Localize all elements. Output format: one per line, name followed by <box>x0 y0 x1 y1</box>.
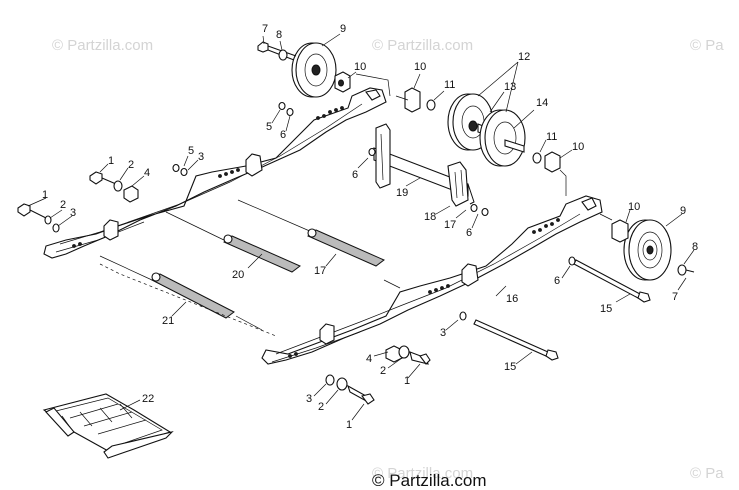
callout-label: 2 <box>60 199 66 211</box>
callout-label: 7 <box>672 291 678 303</box>
callout-label: 10 <box>354 61 366 73</box>
leader-lines <box>27 33 695 421</box>
callout-label: 22 <box>142 393 154 405</box>
callout-label: 6 <box>466 227 472 239</box>
callout-label: 2 <box>380 365 386 377</box>
callout-label: 4 <box>366 353 372 365</box>
back-slide-rail <box>43 87 387 259</box>
callout-label: 1 <box>346 419 352 431</box>
cross-tube-20 <box>223 234 301 273</box>
callout-label: 1 <box>404 375 410 387</box>
spacer-block <box>334 71 351 93</box>
callout-label: 2 <box>128 159 134 171</box>
watermark-text: © Partzilla.com <box>372 465 473 482</box>
watermark-text: © Pa <box>690 37 724 54</box>
spacer-block <box>404 87 436 113</box>
cross-shaft-lines <box>99 199 401 331</box>
small-washers <box>172 101 489 217</box>
callout-label: 14 <box>536 97 548 109</box>
callout-label: 1 <box>42 189 48 201</box>
callout-label: 5 <box>266 121 272 133</box>
callout-label: 19 <box>396 187 408 199</box>
slide-plate-22 <box>42 393 174 459</box>
long-bolt-15-lower <box>459 311 559 361</box>
bolt-right <box>677 264 695 276</box>
callout-label: 10 <box>628 201 640 213</box>
callout-label: 20 <box>232 269 244 281</box>
callout-label: 11 <box>444 79 455 91</box>
callout-label: 1 <box>108 155 114 167</box>
callout-label: 6 <box>352 169 358 181</box>
callout-label: 3 <box>70 207 76 219</box>
spacer-block <box>532 151 561 173</box>
idler-wheel-top-left <box>291 42 337 98</box>
bolt-top-left <box>257 41 297 61</box>
upper-bracket <box>375 123 391 189</box>
callout-label: 17 <box>314 265 326 277</box>
callout-label: 6 <box>280 129 286 141</box>
cross-tube-21 <box>151 272 235 319</box>
callout-label: 16 <box>506 293 518 305</box>
callout-label: 15 <box>504 361 516 373</box>
part-number-callouts: 7 8 9 10 10 11 12 13 14 5 6 5 3 1 2 4 6 … <box>42 23 698 431</box>
callout-label: 6 <box>554 275 560 287</box>
long-bolt-15 <box>568 256 651 303</box>
callout-label: 9 <box>340 23 346 35</box>
rail-bolt-holes <box>288 218 560 358</box>
cross-tube-17 <box>307 228 385 267</box>
callout-label: 11 <box>546 131 557 143</box>
callout-label: 3 <box>198 151 204 163</box>
callout-label: 5 <box>188 145 194 157</box>
alignment-lines <box>99 73 613 337</box>
watermark-text: © Partzilla.com <box>52 37 153 54</box>
idler-wheel-right <box>611 219 672 281</box>
callout-label: 17 <box>444 219 456 231</box>
callout-label: 15 <box>600 303 612 315</box>
callout-label: 3 <box>306 393 312 405</box>
watermarks: © Partzilla.com © Partzilla.com © Pa © P… <box>52 37 724 482</box>
callout-label: 10 <box>572 141 584 153</box>
callout-label: 8 <box>692 241 698 253</box>
fastener-stack-front <box>385 345 431 365</box>
callout-label: 12 <box>518 51 530 63</box>
callout-label: 4 <box>144 167 150 179</box>
callout-label: 8 <box>276 29 282 41</box>
fastener-stack-upper-left <box>89 171 139 203</box>
callout-label: 3 <box>440 327 446 339</box>
callout-label: 18 <box>424 211 436 223</box>
dual-wheel-assembly <box>447 93 526 167</box>
front-slide-rail <box>261 195 603 365</box>
copyright-text: © Partzilla.com <box>372 471 487 490</box>
rail-bolt-holes <box>72 106 344 248</box>
callout-label: 13 <box>504 81 516 93</box>
callout-label: 2 <box>318 401 324 413</box>
watermark-text: © Pa <box>690 465 724 482</box>
callout-label: 9 <box>680 205 686 217</box>
axle-bracket <box>447 161 469 207</box>
fastener-stack-left <box>17 203 60 233</box>
fastener-stack-lower <box>325 374 375 405</box>
callout-label: 21 <box>162 315 174 327</box>
watermark-text: © Partzilla.com <box>372 37 473 54</box>
callout-label: 10 <box>414 61 426 73</box>
callout-label: 7 <box>262 23 268 35</box>
